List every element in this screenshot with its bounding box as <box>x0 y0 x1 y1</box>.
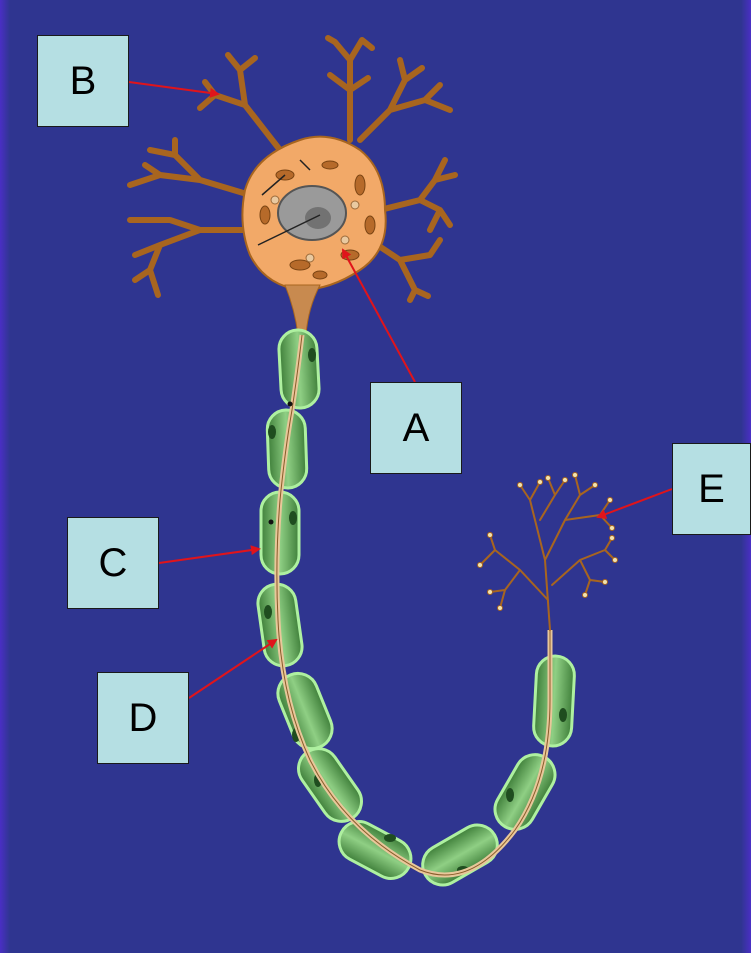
arrow-c <box>159 549 259 563</box>
axon-hillock <box>285 285 320 335</box>
label-e: E <box>672 443 751 535</box>
label-d: D <box>97 672 189 764</box>
label-a: A <box>370 382 462 474</box>
nucleolus <box>305 207 331 229</box>
node-marker <box>288 402 293 407</box>
arrow-d <box>189 640 276 698</box>
label-b: B <box>37 35 129 127</box>
node-marker-2 <box>269 520 274 525</box>
label-c: C <box>67 517 159 609</box>
